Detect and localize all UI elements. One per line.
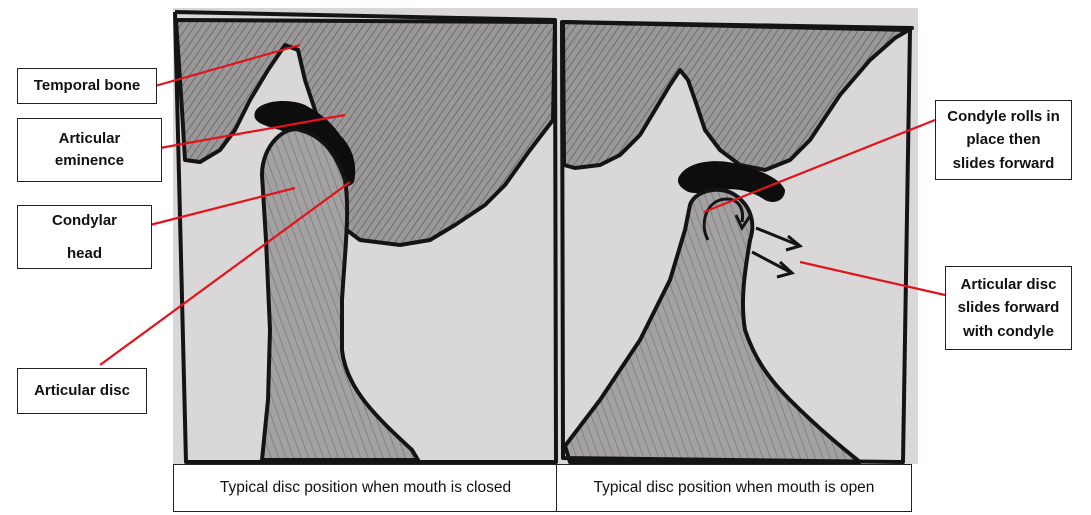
label-articular-eminence-line1: Articular <box>55 128 124 150</box>
label-articular-disc-text: Articular disc <box>34 380 130 402</box>
caption-closed-text: Typical disc position when mouth is clos… <box>220 479 511 497</box>
label-temporal-bone-text: Temporal bone <box>34 75 140 97</box>
label-condyle-rolls-line1: Condyle rolls in <box>947 105 1060 128</box>
label-disc-slides-line2: slides forward <box>958 296 1060 319</box>
label-condyle-rolls-line3: slides forward <box>947 152 1060 175</box>
label-condyle-rolls-line2: place then <box>947 128 1060 151</box>
label-articular-eminence: Articular eminence <box>17 118 162 182</box>
caption-open-text: Typical disc position when mouth is open <box>594 479 875 497</box>
label-condylar-head-line1: Condylar <box>52 204 117 237</box>
label-condylar-head: Condylar head <box>17 205 152 269</box>
label-disc-slides: Articular disc slides forward with condy… <box>945 266 1072 350</box>
caption-closed: Typical disc position when mouth is clos… <box>173 464 558 512</box>
label-condyle-rolls: Condyle rolls in place then slides forwa… <box>935 100 1072 180</box>
label-articular-disc: Articular disc <box>17 368 147 414</box>
label-articular-eminence-line2: eminence <box>55 150 124 172</box>
caption-open: Typical disc position when mouth is open <box>556 464 912 512</box>
label-temporal-bone: Temporal bone <box>17 68 157 104</box>
label-disc-slides-line3: with condyle <box>958 320 1060 343</box>
label-disc-slides-line1: Articular disc <box>958 273 1060 296</box>
label-condylar-head-line2: head <box>52 237 117 270</box>
